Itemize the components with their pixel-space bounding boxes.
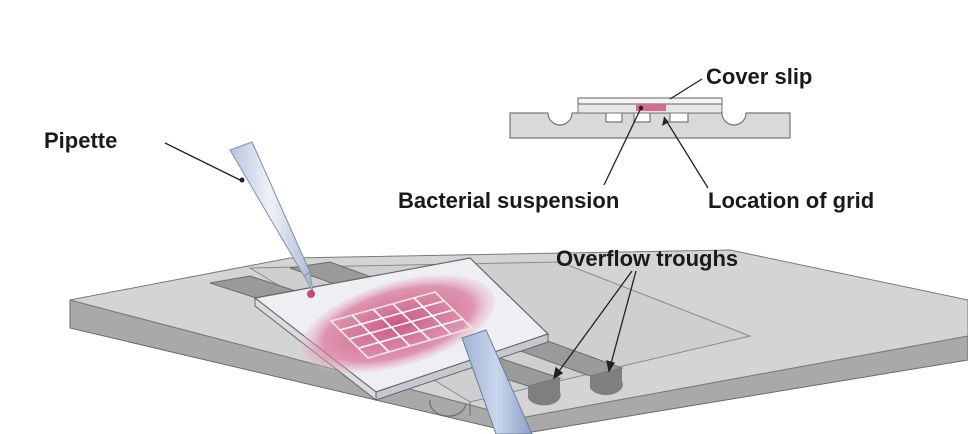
section-slide — [509, 112, 791, 139]
section-suspension — [636, 104, 666, 111]
overflow-troughs-label: Overflow troughs — [556, 246, 738, 271]
location-of-grid-label: Location of grid — [708, 188, 874, 213]
counting-grid — [329, 291, 474, 359]
pipette — [229, 141, 315, 298]
bacterial-suspension-label: Bacterial suspension — [398, 188, 619, 213]
section-cover-slip — [577, 97, 723, 105]
cover-slip-label: Cover slip — [706, 64, 812, 89]
suspension-droplet — [307, 290, 315, 298]
paper-strip — [461, 329, 533, 434]
bacterial-suspension-leader — [603, 107, 642, 186]
pipette-label: Pipette — [44, 128, 117, 153]
pipette-leader — [164, 142, 241, 181]
cover-slip-leader — [669, 78, 703, 100]
overflow-troughs-leaders — [553, 270, 637, 380]
location-of-grid-leader — [663, 116, 709, 189]
cross-section-inset — [509, 78, 791, 189]
bacterial-suspension-spot — [301, 275, 495, 373]
